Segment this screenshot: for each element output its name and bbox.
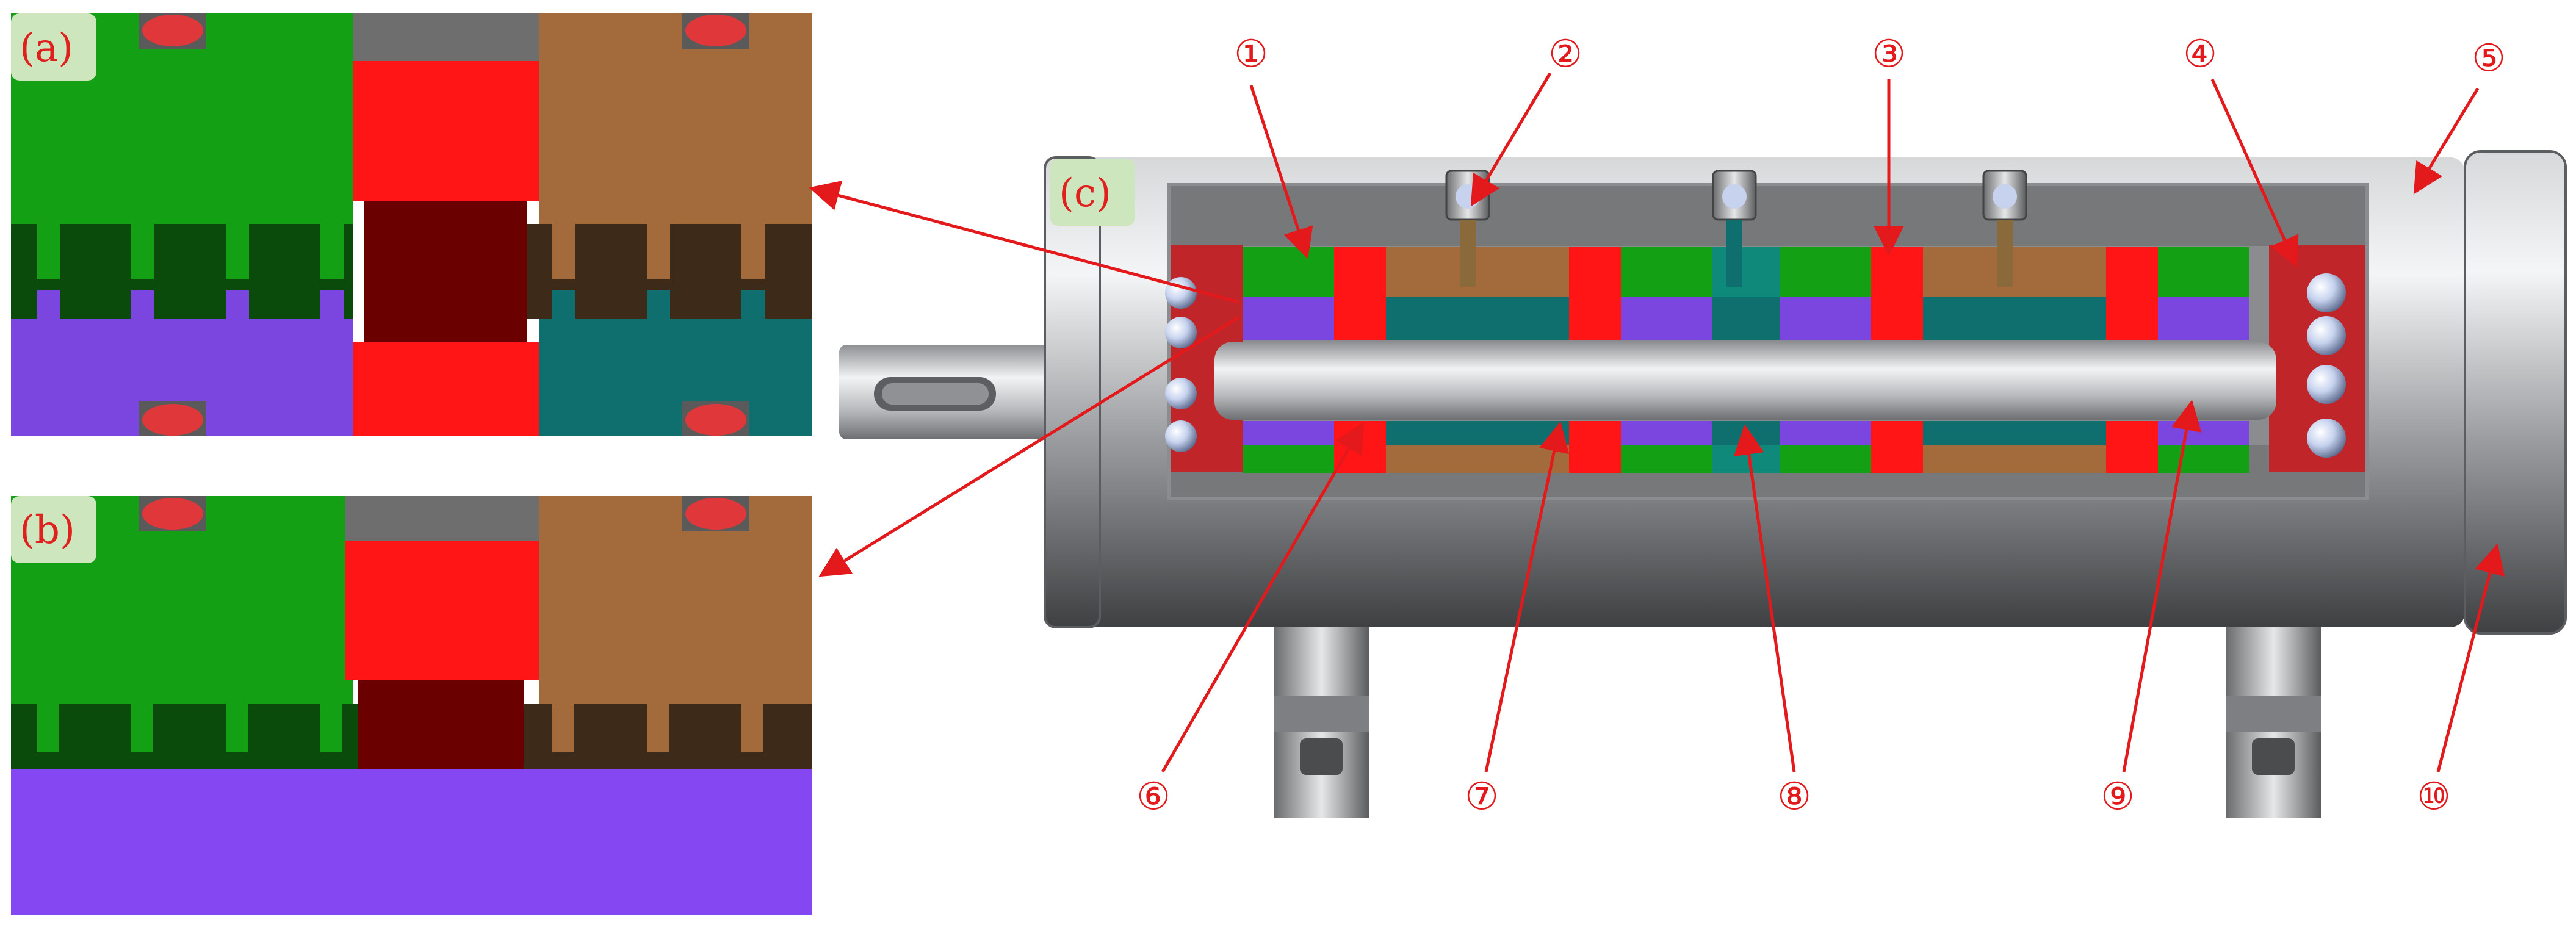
dark-green-tooth-band [11,224,353,319]
teal-teeth [552,290,765,320]
callout-numbers: ① ② ③ ④ ⑤ ⑥ ⑦ ⑧ ⑨ ⑩ [1136,32,2506,819]
panel-b-label-box [11,496,96,563]
pm-oval [685,498,746,530]
callout-6: ⑥ [1136,774,1171,819]
callout-5: ⑤ [2472,36,2506,81]
end-cap-right [2464,150,2567,635]
panel-a: (a) [11,13,812,436]
lower-stator-row [1243,445,2249,473]
leader-10 [2436,543,2505,772]
arrow-to-panel-b [818,315,1240,577]
leader-lines [809,72,2505,773]
mounting-foot-left [1274,622,1369,818]
brown-teeth [552,704,763,752]
pm-oval [685,15,746,46]
callout-2: ② [1548,32,1582,76]
leader-9 [2122,400,2202,772]
leader-6 [1161,422,1364,773]
callout-10: ⑩ [2417,774,2451,819]
leader-8 [1733,424,1796,772]
red-magnet-block [353,61,539,201]
dark-green-tooth-band [11,704,358,769]
callout-8: ⑧ [1777,774,1811,819]
screw-terminal [1982,170,2027,287]
dark-red-core [358,680,524,769]
panel-a-label: (a) [20,26,73,71]
pm-oval [142,404,203,436]
leader-5 [2413,87,2480,195]
arrow-to-panel-a [809,181,1239,304]
pm-oval [685,404,746,436]
panel-b-label: (b) [20,508,75,553]
leader-2 [1470,72,1552,207]
purple-teeth [37,290,344,320]
leader-4 [2210,78,2299,268]
gray-gap [353,13,539,61]
pm-oval [142,498,203,530]
screw-terminal [1712,170,1757,287]
leader-7 [1484,421,1570,772]
central-shaft [1214,342,2276,420]
brown-teeth [552,224,765,279]
panel-b: (b) [11,496,812,915]
green-teeth [37,704,342,752]
brown-stator-block [539,13,812,224]
panel-c-label-box [1050,159,1135,226]
upper-stator-row [1243,247,2249,297]
mounting-foot-right [2226,622,2321,818]
end-flange-left [1044,156,1101,628]
output-shaft [839,345,1050,439]
dark-red-core [364,201,527,342]
red-magnet-lower [353,342,539,436]
pm-oval [142,15,203,46]
red-magnet-block [345,541,539,680]
callout-1: ① [1234,32,1268,76]
leader-1 [1249,85,1313,259]
callout-4: ④ [2183,32,2217,76]
callout-3: ③ [1872,32,1906,76]
teal-mover-block [539,319,812,436]
bearing-balls-left [1165,277,1197,452]
callout-9: ⑨ [2101,774,2135,819]
panel-a-label-box [11,13,96,81]
green-teeth [37,224,344,279]
panel-c-label: (c) [1059,171,1111,216]
upper-mover-row [1243,297,2249,340]
panel-c: (c) [839,150,2567,818]
gray-gap [345,496,539,541]
purple-mover-block [11,769,812,915]
bearing-balls-right [2307,273,2346,458]
callout-7: ⑦ [1465,774,1499,819]
brown-stator-block [539,496,812,704]
